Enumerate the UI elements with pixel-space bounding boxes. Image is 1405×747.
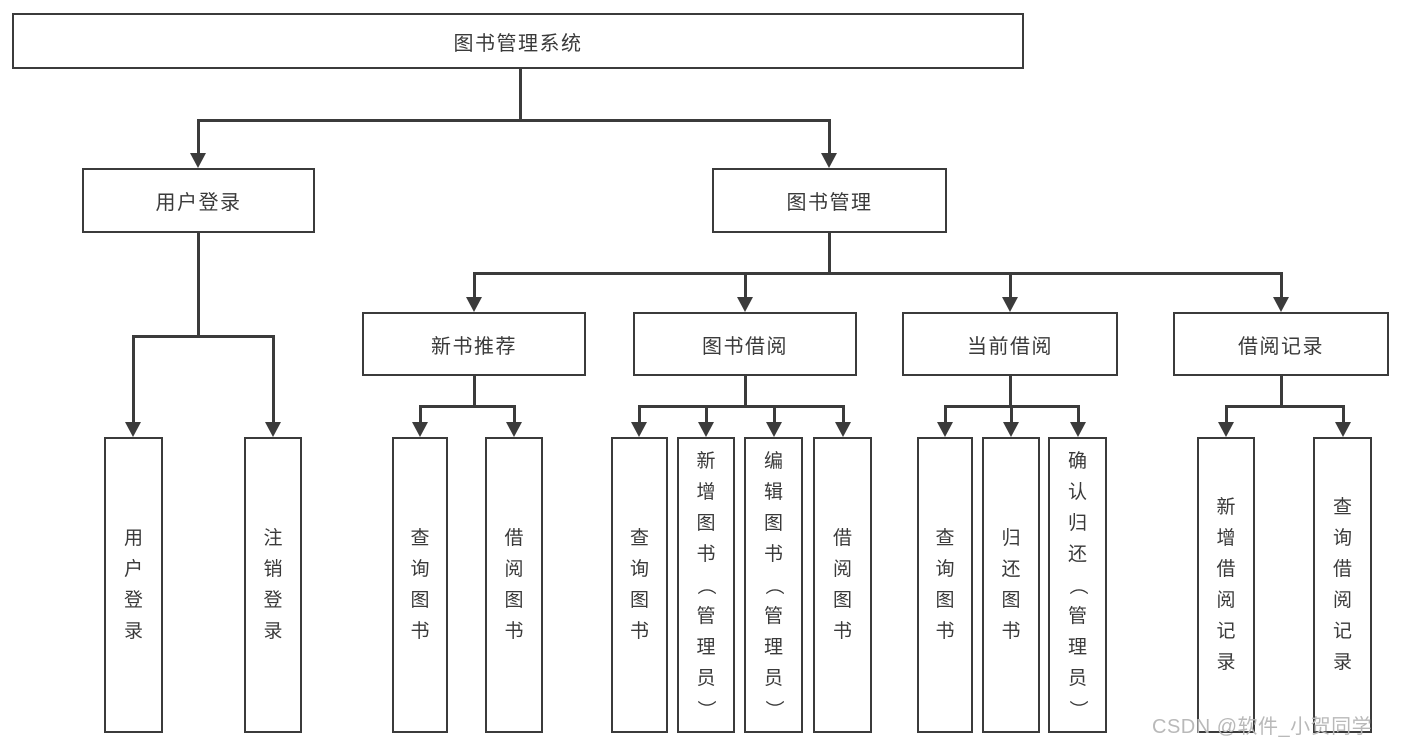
node-leaf-user-login: 用户登录 — [104, 437, 163, 733]
node-leaf-borrow-books-recommend: 借阅图书 — [485, 437, 543, 733]
connector-root-stem — [519, 67, 522, 119]
connector-arrow-stem — [638, 405, 641, 424]
node-leaf-query-borrow-record: 查询借阅记录 — [1313, 437, 1372, 733]
node-leaf-query-books-current-label: 查询图书 — [935, 528, 955, 642]
connector-arrow-stem — [705, 405, 708, 424]
node-leaf-query-borrow-record-label: 查询借阅记录 — [1332, 497, 1352, 673]
node-book-borrowing-label: 图书借阅 — [702, 335, 788, 358]
csdn-watermark: CSDN @软件_小贺同学 — [1152, 716, 1373, 738]
connector-arrow-stem — [419, 405, 422, 424]
node-leaf-add-books-admin-label: 新增图书（管理员） — [695, 450, 717, 719]
arrowhead-down-icon — [1335, 422, 1351, 437]
node-leaf-borrow-books: 借阅图书 — [813, 437, 872, 733]
arrowhead-down-icon — [1003, 422, 1019, 437]
node-leaf-add-books-admin: 新增图书（管理员） — [677, 437, 735, 733]
arrowhead-down-icon — [937, 422, 953, 437]
connector-arrow-stem — [473, 272, 476, 299]
node-leaf-borrow-books-recommend-label: 借阅图书 — [504, 528, 524, 642]
node-leaf-add-borrow-record-label: 新增借阅记录 — [1216, 497, 1236, 673]
arrowhead-down-icon — [506, 422, 522, 437]
node-leaf-logout: 注销登录 — [244, 437, 302, 733]
node-current-borrowing: 当前借阅 — [902, 312, 1118, 376]
node-book-management-label: 图书管理 — [786, 192, 873, 214]
arrowhead-down-icon — [698, 422, 714, 437]
arrowhead-down-icon — [1002, 297, 1018, 312]
node-user-login-label: 用户登录 — [155, 192, 242, 214]
node-root: 图书管理系统 — [12, 13, 1024, 69]
connector-arrow-stem — [842, 405, 845, 424]
connector-book-mgmt-branch — [473, 272, 1283, 275]
node-book-management: 图书管理 — [712, 168, 947, 233]
node-leaf-borrow-books-label: 借阅图书 — [832, 528, 852, 642]
node-book-borrowing: 图书借阅 — [633, 312, 857, 376]
connector-arrow-stem — [744, 272, 747, 299]
node-leaf-query-books-borrow-label: 查询图书 — [629, 528, 649, 642]
node-leaf-edit-books-admin-label: 编辑图书（管理员） — [762, 450, 784, 719]
node-leaf-return-books: 归还图书 — [982, 437, 1040, 733]
connector-branch — [1225, 405, 1345, 408]
connector-book-mgmt-stem — [828, 233, 831, 274]
connector-branch — [638, 405, 845, 408]
connector-root-branch — [197, 119, 831, 122]
node-current-borrowing-label: 当前借阅 — [967, 335, 1053, 358]
node-root-label: 图书管理系统 — [453, 32, 583, 55]
connector-arrow-stem — [1077, 405, 1080, 424]
connector-arrow-stem — [132, 335, 135, 424]
connector-arrow-stem — [197, 119, 200, 155]
connector-arrow-stem — [1342, 405, 1345, 424]
arrowhead-down-icon — [265, 422, 281, 437]
node-leaf-edit-books-admin: 编辑图书（管理员） — [744, 437, 803, 733]
connector-stem — [1280, 376, 1283, 407]
arrowhead-down-icon — [737, 297, 753, 312]
node-leaf-query-books-recommend: 查询图书 — [392, 437, 448, 733]
connector-stem — [744, 376, 747, 407]
node-leaf-query-books-recommend-label: 查询图书 — [410, 528, 430, 642]
node-borrowing-records-label: 借阅记录 — [1238, 335, 1324, 358]
node-user-login: 用户登录 — [82, 168, 315, 233]
connector-arrow-stem — [773, 405, 776, 424]
connector-stem — [1009, 376, 1012, 407]
arrowhead-down-icon — [631, 422, 647, 437]
connector-branch — [419, 405, 516, 408]
arrowhead-down-icon — [1218, 422, 1234, 437]
connector-arrow-stem — [513, 405, 516, 424]
node-leaf-return-books-label: 归还图书 — [1001, 528, 1021, 642]
arrowhead-down-icon — [412, 422, 428, 437]
node-leaf-add-borrow-record: 新增借阅记录 — [1197, 437, 1255, 733]
connector-user-login-branch — [132, 335, 274, 338]
node-leaf-user-login-label: 用户登录 — [123, 528, 143, 642]
connector-arrow-stem — [1010, 405, 1013, 424]
connector-user-login-stem — [197, 233, 200, 337]
arrowhead-down-icon — [125, 422, 141, 437]
arrowhead-down-icon — [821, 153, 837, 168]
arrowhead-down-icon — [766, 422, 782, 437]
node-leaf-confirm-return-admin: 确认归还（管理员） — [1048, 437, 1107, 733]
arrowhead-down-icon — [1070, 422, 1086, 437]
node-leaf-logout-label: 注销登录 — [263, 528, 283, 642]
node-leaf-query-books-current: 查询图书 — [917, 437, 973, 733]
node-borrowing-records: 借阅记录 — [1173, 312, 1389, 376]
connector-stem — [473, 376, 476, 407]
arrowhead-down-icon — [835, 422, 851, 437]
connector-arrow-stem — [828, 119, 831, 155]
connector-arrow-stem — [1009, 272, 1012, 299]
connector-arrow-stem — [944, 405, 947, 424]
arrowhead-down-icon — [466, 297, 482, 312]
connector-arrow-stem — [1280, 272, 1283, 299]
node-leaf-confirm-return-admin-label: 确认归还（管理员） — [1066, 450, 1088, 719]
node-new-book-recommend: 新书推荐 — [362, 312, 586, 376]
node-leaf-query-books-borrow: 查询图书 — [611, 437, 668, 733]
connector-arrow-stem — [1225, 405, 1228, 424]
arrowhead-down-icon — [190, 153, 206, 168]
node-new-book-recommend-label: 新书推荐 — [431, 335, 517, 358]
connector-arrow-stem — [272, 335, 275, 424]
arrowhead-down-icon — [1273, 297, 1289, 312]
